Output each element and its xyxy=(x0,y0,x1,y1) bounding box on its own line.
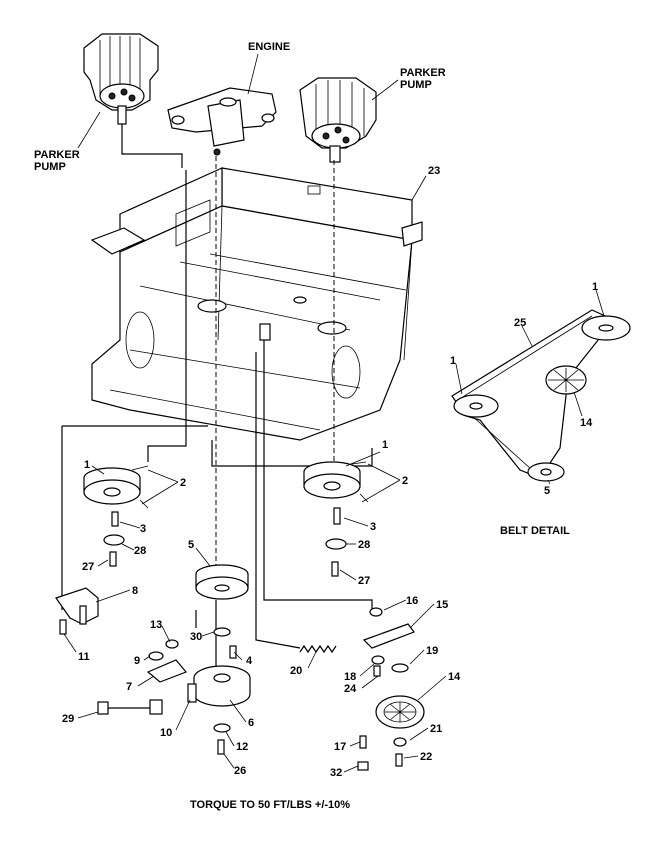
left-parker-pump xyxy=(83,33,159,125)
callout-9: 9 xyxy=(134,655,140,667)
callout-8: 8 xyxy=(132,585,138,597)
callout-7: 7 xyxy=(126,681,132,693)
callout-11: 11 xyxy=(78,651,90,663)
callout-32: 32 xyxy=(330,767,342,779)
callout-1-right: 1 xyxy=(382,439,388,451)
callout-2-right: 2 xyxy=(402,475,408,487)
parker-pump-left-label-1: PARKER xyxy=(34,149,80,161)
assembly-lines xyxy=(61,124,373,690)
belt-detail-callout-25: 25 xyxy=(514,317,526,329)
callout-28-left: 28 xyxy=(134,545,146,557)
callout-30: 30 xyxy=(190,631,202,643)
callout-4: 4 xyxy=(246,655,253,667)
callout-27-left: 27 xyxy=(82,561,94,573)
engine-label: ENGINE xyxy=(248,41,290,53)
callout-29: 29 xyxy=(62,713,74,725)
callout-27-right: 27 xyxy=(358,575,370,587)
text-labels: ENGINE PARKER PUMP PARKER PUMP BELT DETA… xyxy=(34,41,598,811)
callout-1-left: 1 xyxy=(84,459,90,471)
callout-leaders xyxy=(63,53,605,773)
callout-14: 14 xyxy=(448,671,461,683)
callout-24: 24 xyxy=(344,683,357,695)
callout-19: 19 xyxy=(426,645,438,657)
callout-3-right: 3 xyxy=(370,521,376,533)
callout-13: 13 xyxy=(150,619,162,631)
belt-detail-label: BELT DETAIL xyxy=(500,525,570,537)
belt-detail-callout-5: 5 xyxy=(544,485,550,497)
parker-pump-right-label-2: PUMP xyxy=(400,79,432,91)
callout-15: 15 xyxy=(436,599,448,611)
callout-28-right: 28 xyxy=(358,539,370,551)
callout-20: 20 xyxy=(290,665,302,677)
chassis-frame xyxy=(90,167,423,441)
right-parker-pump xyxy=(299,77,377,163)
callout-23: 23 xyxy=(428,165,440,177)
right-idler-bracket xyxy=(357,607,425,771)
engine-mount xyxy=(167,87,277,156)
callout-22: 22 xyxy=(420,751,432,763)
parker-pump-left-label-2: PUMP xyxy=(34,161,66,173)
belt-detail-callout-1-top: 1 xyxy=(592,281,598,293)
left-pulley xyxy=(83,465,149,567)
callout-10: 10 xyxy=(160,727,172,739)
belt-detail-callout-1-left: 1 xyxy=(450,355,456,367)
center-pulley xyxy=(195,564,249,637)
callout-21: 21 xyxy=(430,723,442,735)
belt-detail-callout-14: 14 xyxy=(580,417,593,429)
torque-note: TORQUE TO 50 FT/LBS +/-10% xyxy=(190,799,350,811)
right-pulley xyxy=(303,461,369,577)
callout-18: 18 xyxy=(344,671,356,683)
callout-3-left: 3 xyxy=(140,523,146,535)
callout-12: 12 xyxy=(236,741,248,753)
idler-arm xyxy=(55,587,187,715)
callout-6: 6 xyxy=(248,717,254,729)
parker-pump-right-label-1: PARKER xyxy=(400,67,446,79)
callout-26: 26 xyxy=(234,765,246,777)
callout-5: 5 xyxy=(188,539,194,551)
callout-16: 16 xyxy=(406,595,418,607)
tension-spring xyxy=(299,644,337,654)
callout-2-left: 2 xyxy=(180,477,186,489)
callout-17: 17 xyxy=(334,741,346,753)
clutch xyxy=(187,645,251,755)
belt-detail xyxy=(451,309,631,482)
